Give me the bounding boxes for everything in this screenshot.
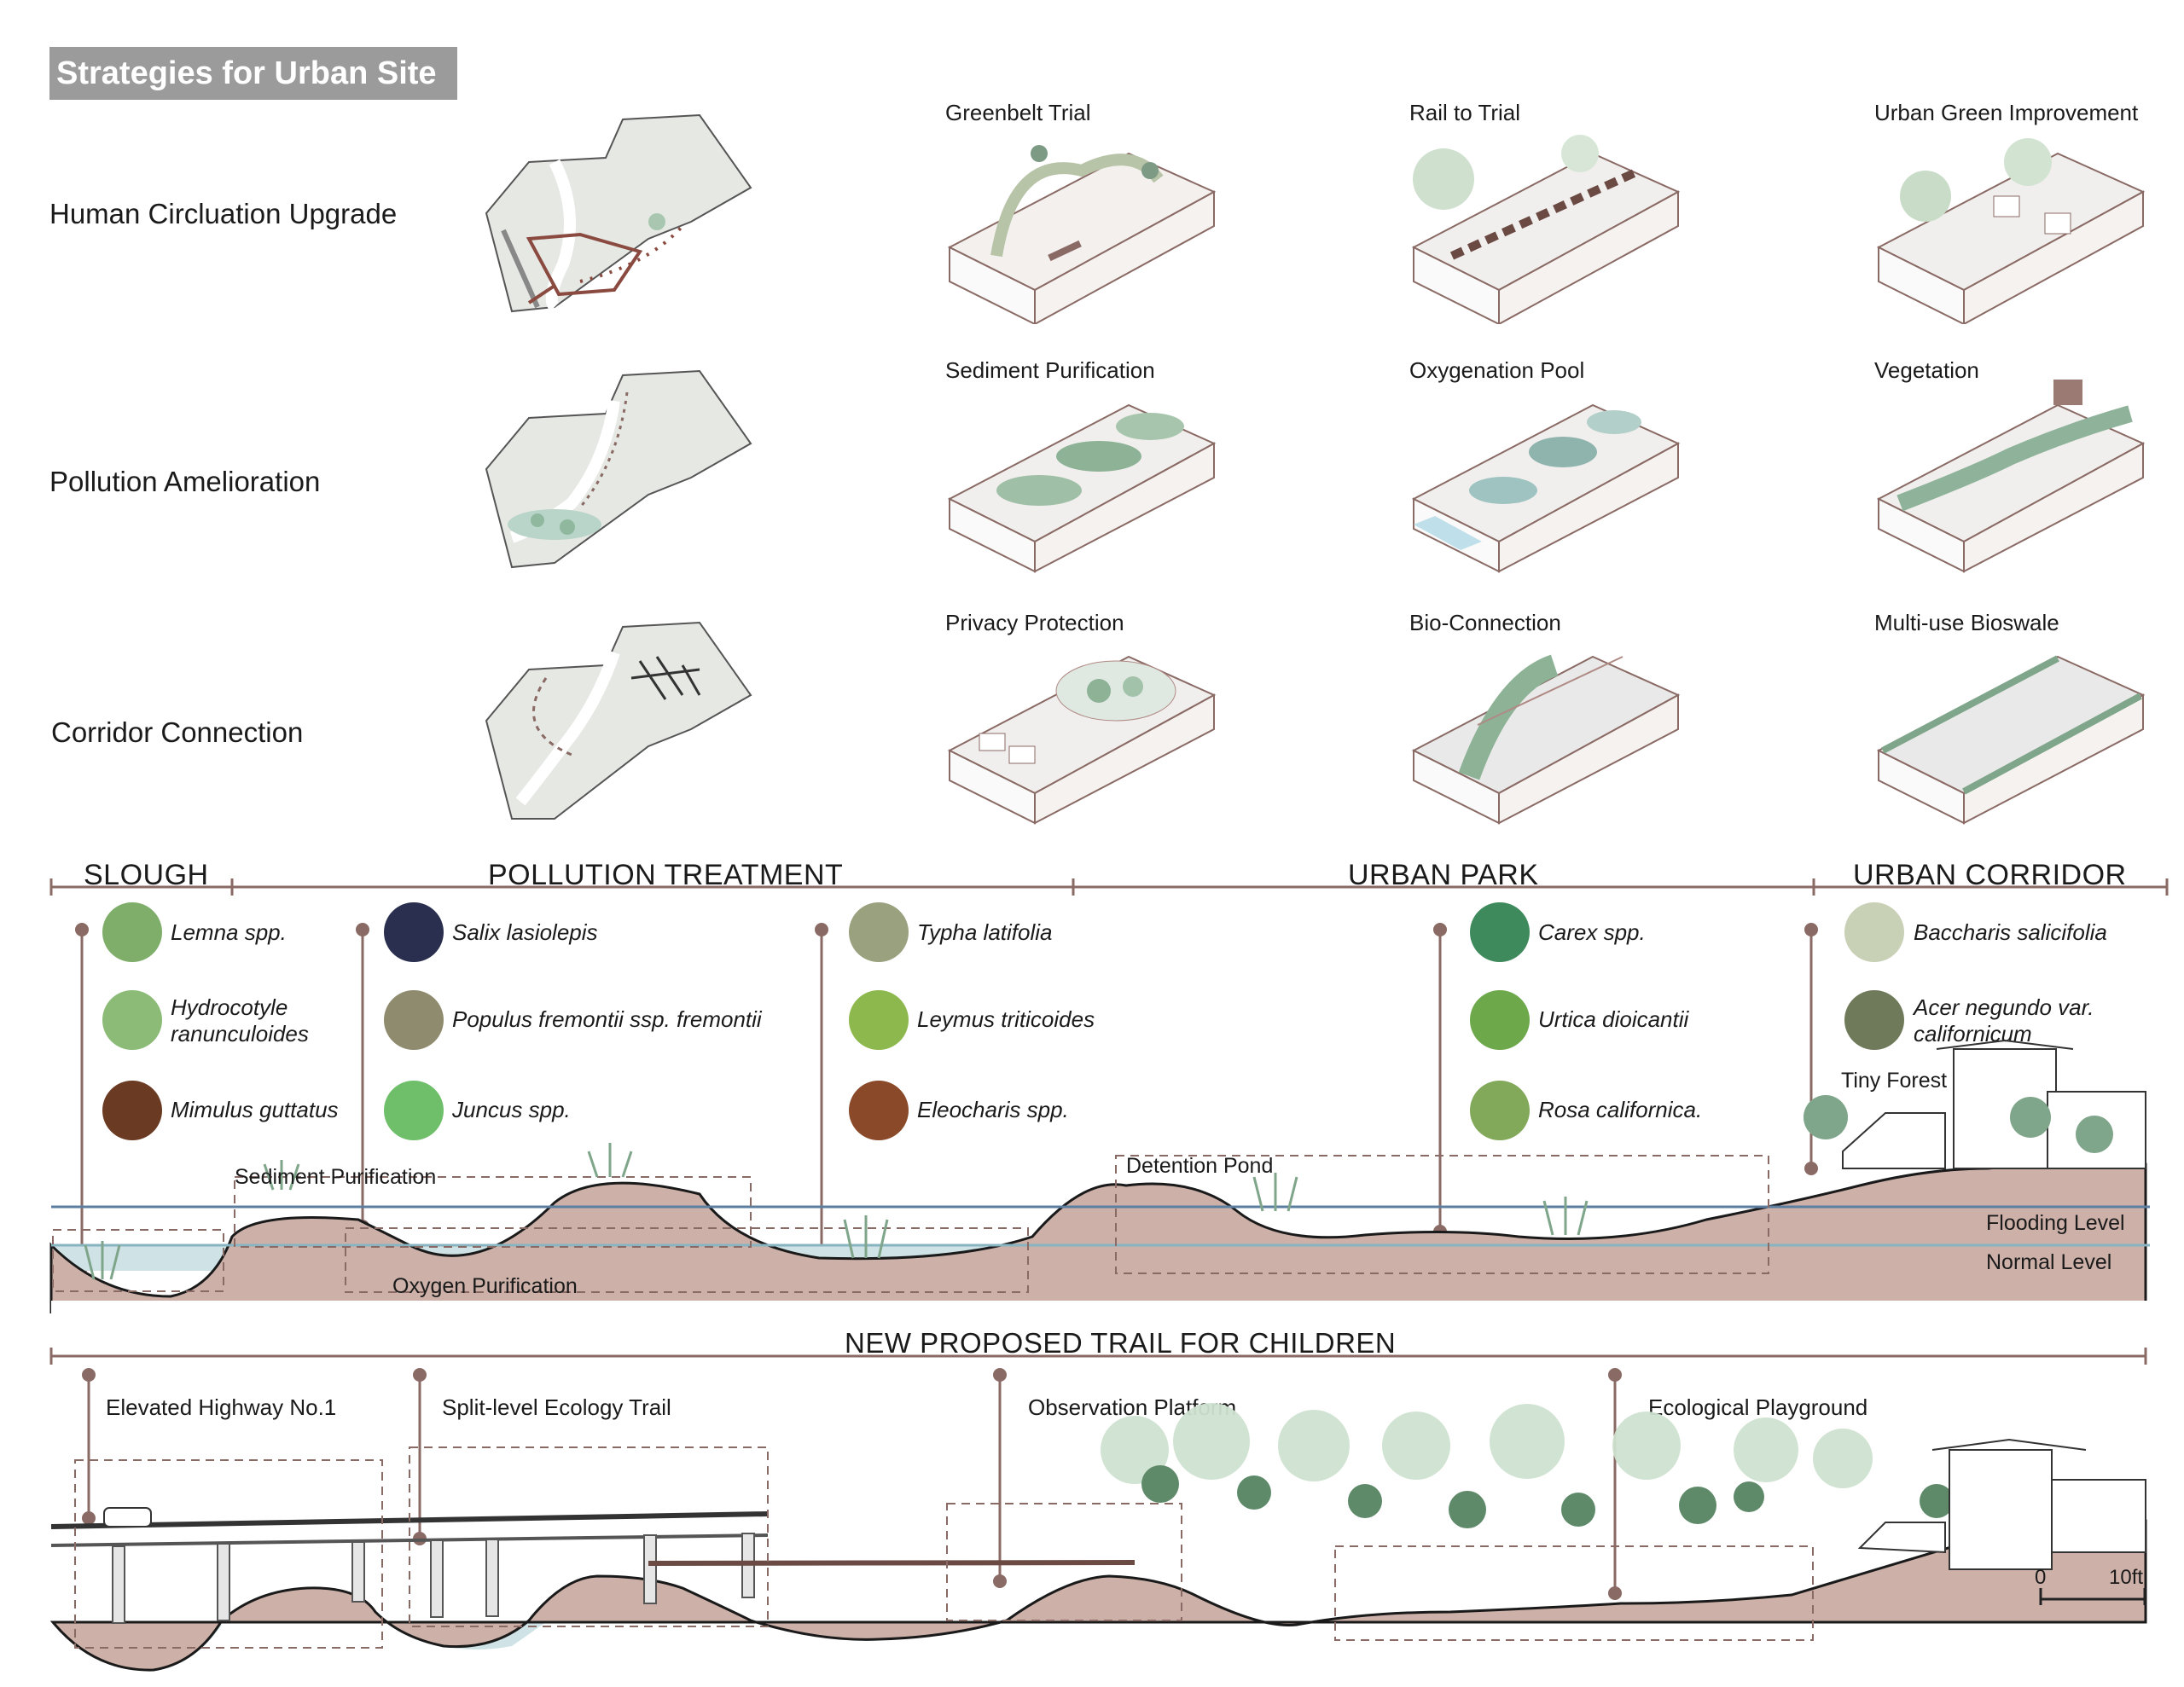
panel-label-greenbelt: Greenbelt Trial (945, 100, 1091, 125)
plant-populus: Populus fremontii ssp. fremontii (452, 1006, 762, 1032)
page-title: Strategies for Urban Site (56, 55, 437, 91)
label-oxygen-purification: Oxygen Purification (392, 1274, 578, 1298)
panel-label-bioswale: Multi-use Bioswale (1874, 610, 2059, 635)
plant-baccharis: Baccharis salicifolia (1914, 919, 2107, 945)
site-map-pollution (485, 369, 752, 569)
scale-end: 10ft (2109, 1566, 2144, 1589)
plant-eleocharis: Eleocharis spp. (917, 1097, 1069, 1122)
axon-greenbelt (947, 145, 1217, 324)
trail-label-playground: Ecological Playground (1648, 1394, 1868, 1420)
plant-carex: Carex spp. (1538, 919, 1646, 945)
title-banner: Strategies for Urban Site (49, 47, 457, 100)
plant-acer: Acer negundo var. californicum (1914, 994, 2094, 1046)
panel-label-oxygenation: Oxygenation Pool (1409, 357, 1585, 383)
axon-bioswale (1876, 655, 2146, 825)
strategy-label-circulation: Human Circluation Upgrade (49, 198, 398, 229)
axon-rail-trail (1411, 135, 1681, 324)
plant-rosa: Rosa californica. (1538, 1097, 1703, 1122)
plant-lemna: Lemna spp. (171, 919, 287, 945)
zone-pollution-treatment: POLLUTION TREATMENT (488, 859, 844, 891)
lower-section-profile (49, 1368, 2147, 1672)
site-map-corridor (485, 621, 752, 820)
zone-urban-corridor: URBAN CORRIDOR (1853, 859, 2127, 891)
axon-sediment (947, 403, 1217, 573)
strategy-label-corridor: Corridor Connection (51, 716, 304, 748)
axon-vegetation (1876, 380, 2146, 573)
axon-bio-connection (1411, 654, 1681, 825)
panel-label-vegetation: Vegetation (1874, 357, 1979, 383)
plant-typha: Typha latifolia (917, 919, 1053, 945)
strategy-label-pollution: Pollution Amelioration (49, 466, 321, 497)
trail-divider-line (49, 1348, 2147, 1365)
plant-leymus: Leymus triticoides (917, 1006, 1095, 1032)
label-sediment-purification: Sediment Purification (235, 1165, 437, 1189)
label-tiny-forest: Tiny Forest (1841, 1069, 1948, 1093)
axon-urban-green (1876, 138, 2146, 324)
plant-hydrocotyle: Hydrocotyle ranunculoides (171, 994, 309, 1046)
label-detention-pond: Detention Pond (1126, 1154, 1274, 1178)
scale-start: 0 (2035, 1566, 2047, 1589)
axon-privacy (947, 655, 1217, 825)
zone-divider-line (49, 878, 2169, 896)
label-flooding-level: Flooding Level (1986, 1211, 2125, 1235)
axon-oxygenation (1411, 403, 1681, 573)
upper-section-profile (49, 923, 2150, 1313)
trail-title: NEW PROPOSED TRAIL FOR CHILDREN (845, 1327, 1397, 1359)
panel-label-privacy: Privacy Protection (945, 610, 1124, 635)
zone-urban-park: URBAN PARK (1348, 859, 1539, 891)
trail-label-highway: Elevated Highway No.1 (106, 1394, 337, 1420)
plant-salix: Salix lasiolepis (452, 919, 598, 945)
plant-thumbnails (102, 902, 1904, 1140)
plant-juncus: Juncus spp. (452, 1097, 571, 1122)
panel-label-urban-green: Urban Green Improvement (1874, 100, 2139, 125)
panel-label-sediment: Sediment Purification (945, 357, 1155, 383)
site-map-circulation (485, 113, 752, 313)
panel-label-rail: Rail to Trial (1409, 100, 1521, 125)
zone-slough: SLOUGH (84, 859, 209, 891)
plant-urtica: Urtica dioicantii (1538, 1006, 1689, 1032)
panel-label-bio-connection: Bio-Connection (1409, 610, 1561, 635)
label-normal-level: Normal Level (1986, 1250, 2112, 1274)
plant-mimulus: Mimulus guttatus (171, 1097, 339, 1122)
trail-label-ecology-trail: Split-level Ecology Trail (442, 1394, 671, 1420)
